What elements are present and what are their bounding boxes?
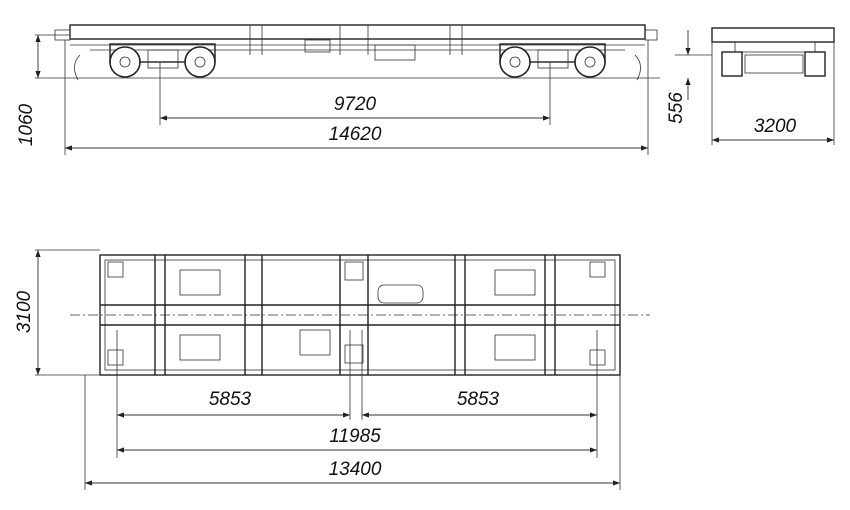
dim-half-right: 5853 (457, 389, 500, 410)
dim-overall-length: 14620 (329, 124, 382, 145)
dim-height: 1060 (16, 103, 37, 146)
couplers (54, 29, 658, 81)
dim-width: 3200 (754, 116, 797, 137)
dim-deck-height: 556 (666, 92, 687, 124)
bogie-left (109, 43, 216, 78)
dim-plan-width: 3100 (14, 290, 35, 333)
dim-half-left: 5853 (209, 389, 252, 410)
plan-view: 3100 5853 5853 11985 13400 (14, 249, 650, 490)
dim-bogie-base: 11985 (329, 426, 381, 447)
end-view: 3200 (711, 27, 835, 145)
side-view: 9720 14620 1060 556 (16, 24, 712, 155)
bogie-right (499, 43, 606, 78)
dim-frame-length: 13400 (329, 459, 382, 480)
dim-bogie-centers: 9720 (334, 94, 377, 115)
